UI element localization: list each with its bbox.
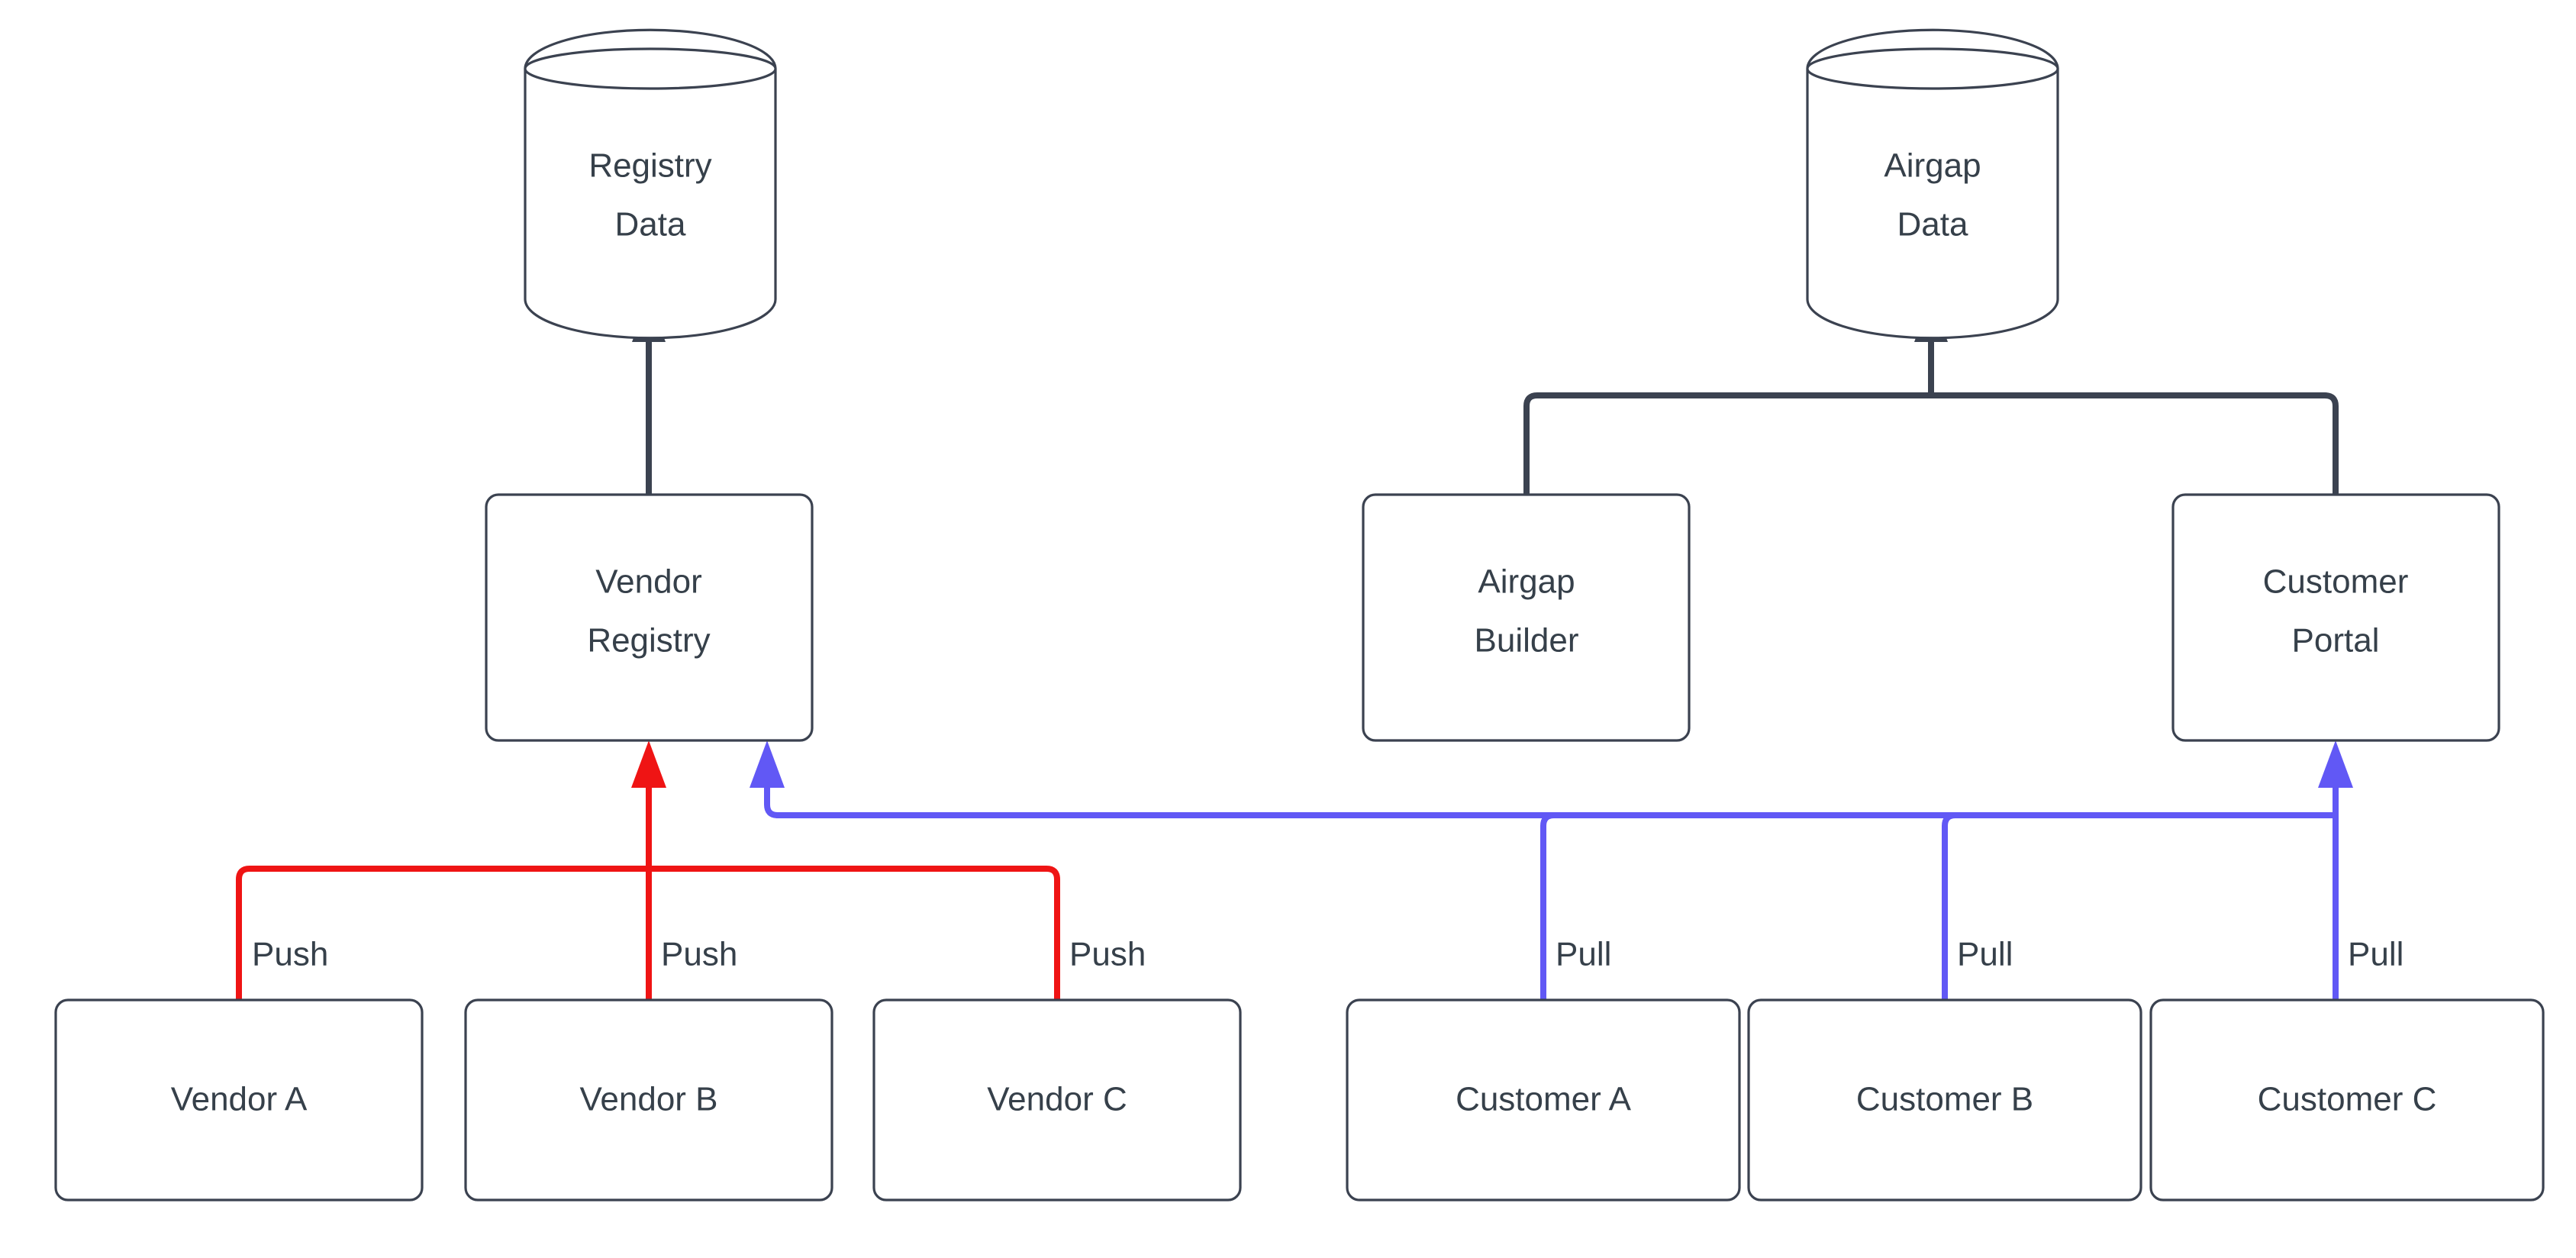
edge-label-pull-b: Pull <box>1957 936 2013 973</box>
service-airgap-builder[interactable]: Airgap Builder <box>1362 493 1691 742</box>
edge-label-pull-a: Pull <box>1556 936 1611 973</box>
edge-customer-a-pull <box>1540 812 2336 1000</box>
edge-label-push-c: Push <box>1069 936 1146 973</box>
edge-pull-riser-customer-portal <box>2318 740 2353 815</box>
edge-airgap-builder-to-airgap-data <box>1523 392 1931 495</box>
actor-vendor-c[interactable]: Vendor C <box>872 998 1242 1202</box>
edge-vendor-a-push <box>236 866 649 1000</box>
edge-customer-portal-to-airgap-data <box>1931 392 2339 495</box>
edge-label-push-a: Push <box>252 936 328 973</box>
actor-customer-c[interactable]: Customer C <box>2149 998 2545 1202</box>
service-customer-portal[interactable]: Customer Portal <box>2171 493 2500 742</box>
actor-customer-b[interactable]: Customer B <box>1747 998 2142 1202</box>
datastore-airgap-data[interactable]: Airgap Data <box>1806 28 2059 340</box>
edge-label-pull-c: Pull <box>2348 936 2404 973</box>
actor-vendor-a[interactable]: Vendor A <box>54 998 424 1202</box>
edge-push-riser <box>631 740 666 869</box>
edge-customer-b-pull <box>1942 812 2336 1000</box>
edge-pull-bus-to-vendor-registry <box>750 740 2336 818</box>
actor-vendor-b[interactable]: Vendor B <box>464 998 833 1202</box>
datastore-registry-data[interactable]: Registry Data <box>524 28 777 340</box>
service-vendor-registry[interactable]: Vendor Registry <box>485 493 814 742</box>
actor-customer-a[interactable]: Customer A <box>1346 998 1741 1202</box>
edge-label-push-b: Push <box>661 936 737 973</box>
edge-vendor-c-push <box>649 866 1060 1000</box>
